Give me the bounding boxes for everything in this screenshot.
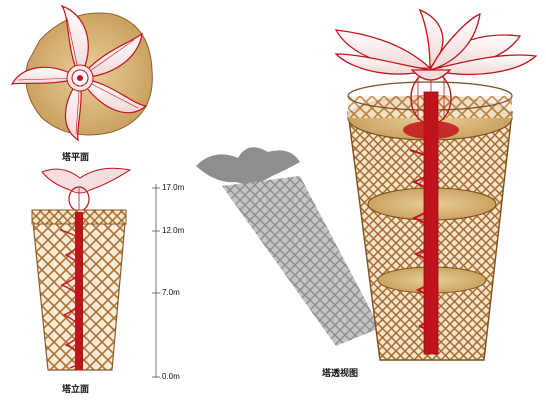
elevation-view xyxy=(31,167,132,371)
level-label-0m: 0.0m xyxy=(162,372,180,381)
perspective-leaf-front xyxy=(428,12,481,72)
shadow-leaves xyxy=(196,147,300,184)
perspective-leaf-far-right xyxy=(429,54,538,76)
dimension-line xyxy=(152,184,160,378)
perspective-shadow xyxy=(196,147,380,346)
elevation-central-column xyxy=(75,212,83,370)
elevation-view-label: 塔立面 xyxy=(62,385,90,395)
plan-view xyxy=(10,4,153,142)
level-label-17m: 17.0m xyxy=(162,183,185,192)
perspective-canopy xyxy=(334,8,538,81)
plan-leaves xyxy=(10,4,148,142)
elevation-spiral-stair xyxy=(59,229,83,369)
perspective-leaf-far-left xyxy=(334,53,431,75)
perspective-view-label: 塔透视图 xyxy=(322,369,359,379)
level-label-7m: 7.0m xyxy=(162,288,180,297)
perspective-view xyxy=(334,8,538,361)
elevation-canopy xyxy=(41,167,132,194)
level-label-12m: 12.0m xyxy=(162,226,185,235)
perspective-spiral-stair xyxy=(409,149,438,355)
perspective-leaf-back xyxy=(418,8,444,70)
shadow-tower xyxy=(222,176,380,346)
plan-view-label: 塔平面 xyxy=(62,153,90,163)
